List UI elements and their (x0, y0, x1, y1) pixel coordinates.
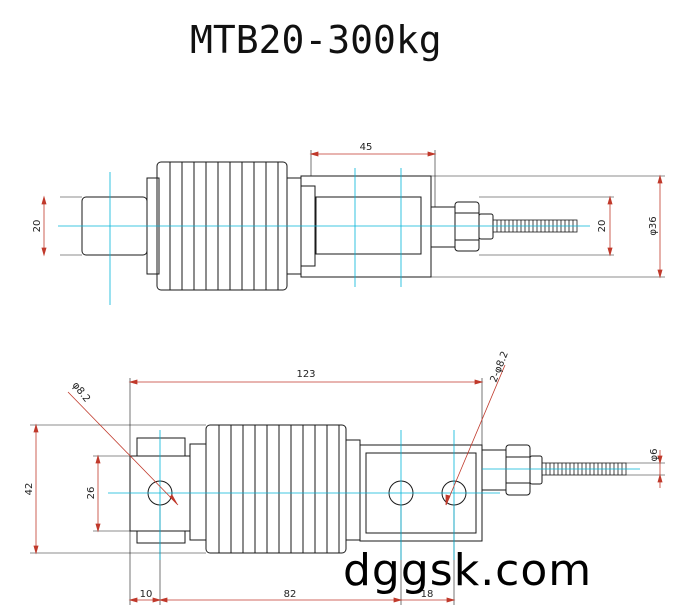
dim-18: 18 (421, 589, 434, 600)
dim-123: 123 (296, 369, 315, 380)
sensor-block (300, 175, 432, 278)
dim-phi6: φ6 (649, 449, 660, 462)
side-bellows (205, 424, 361, 554)
dim-2-phi8-2: 2-φ8.2 (489, 350, 511, 384)
dim-phi8-2: φ8.2 (70, 380, 93, 405)
top-centerlines (58, 168, 590, 305)
side-dimensions (33, 364, 663, 603)
drawing-title: MTB20-300kg (190, 18, 442, 62)
watermark: dggsk.com (343, 545, 593, 596)
side-centerlines (108, 430, 640, 560)
dim-20-right: 20 (597, 220, 608, 233)
top-dimensions (41, 151, 663, 279)
dim-82: 82 (284, 589, 297, 600)
sensor-window (315, 196, 422, 255)
dim-42: 42 (24, 483, 35, 496)
dim-phi36: φ36 (648, 216, 659, 235)
dim-45: 45 (360, 142, 373, 153)
dim-10: 10 (140, 589, 153, 600)
top-view (60, 150, 665, 291)
side-cable-gland (481, 444, 543, 496)
cable-gland (430, 201, 494, 252)
dim-20-left: 20 (32, 220, 43, 233)
dim-26: 26 (86, 487, 97, 500)
